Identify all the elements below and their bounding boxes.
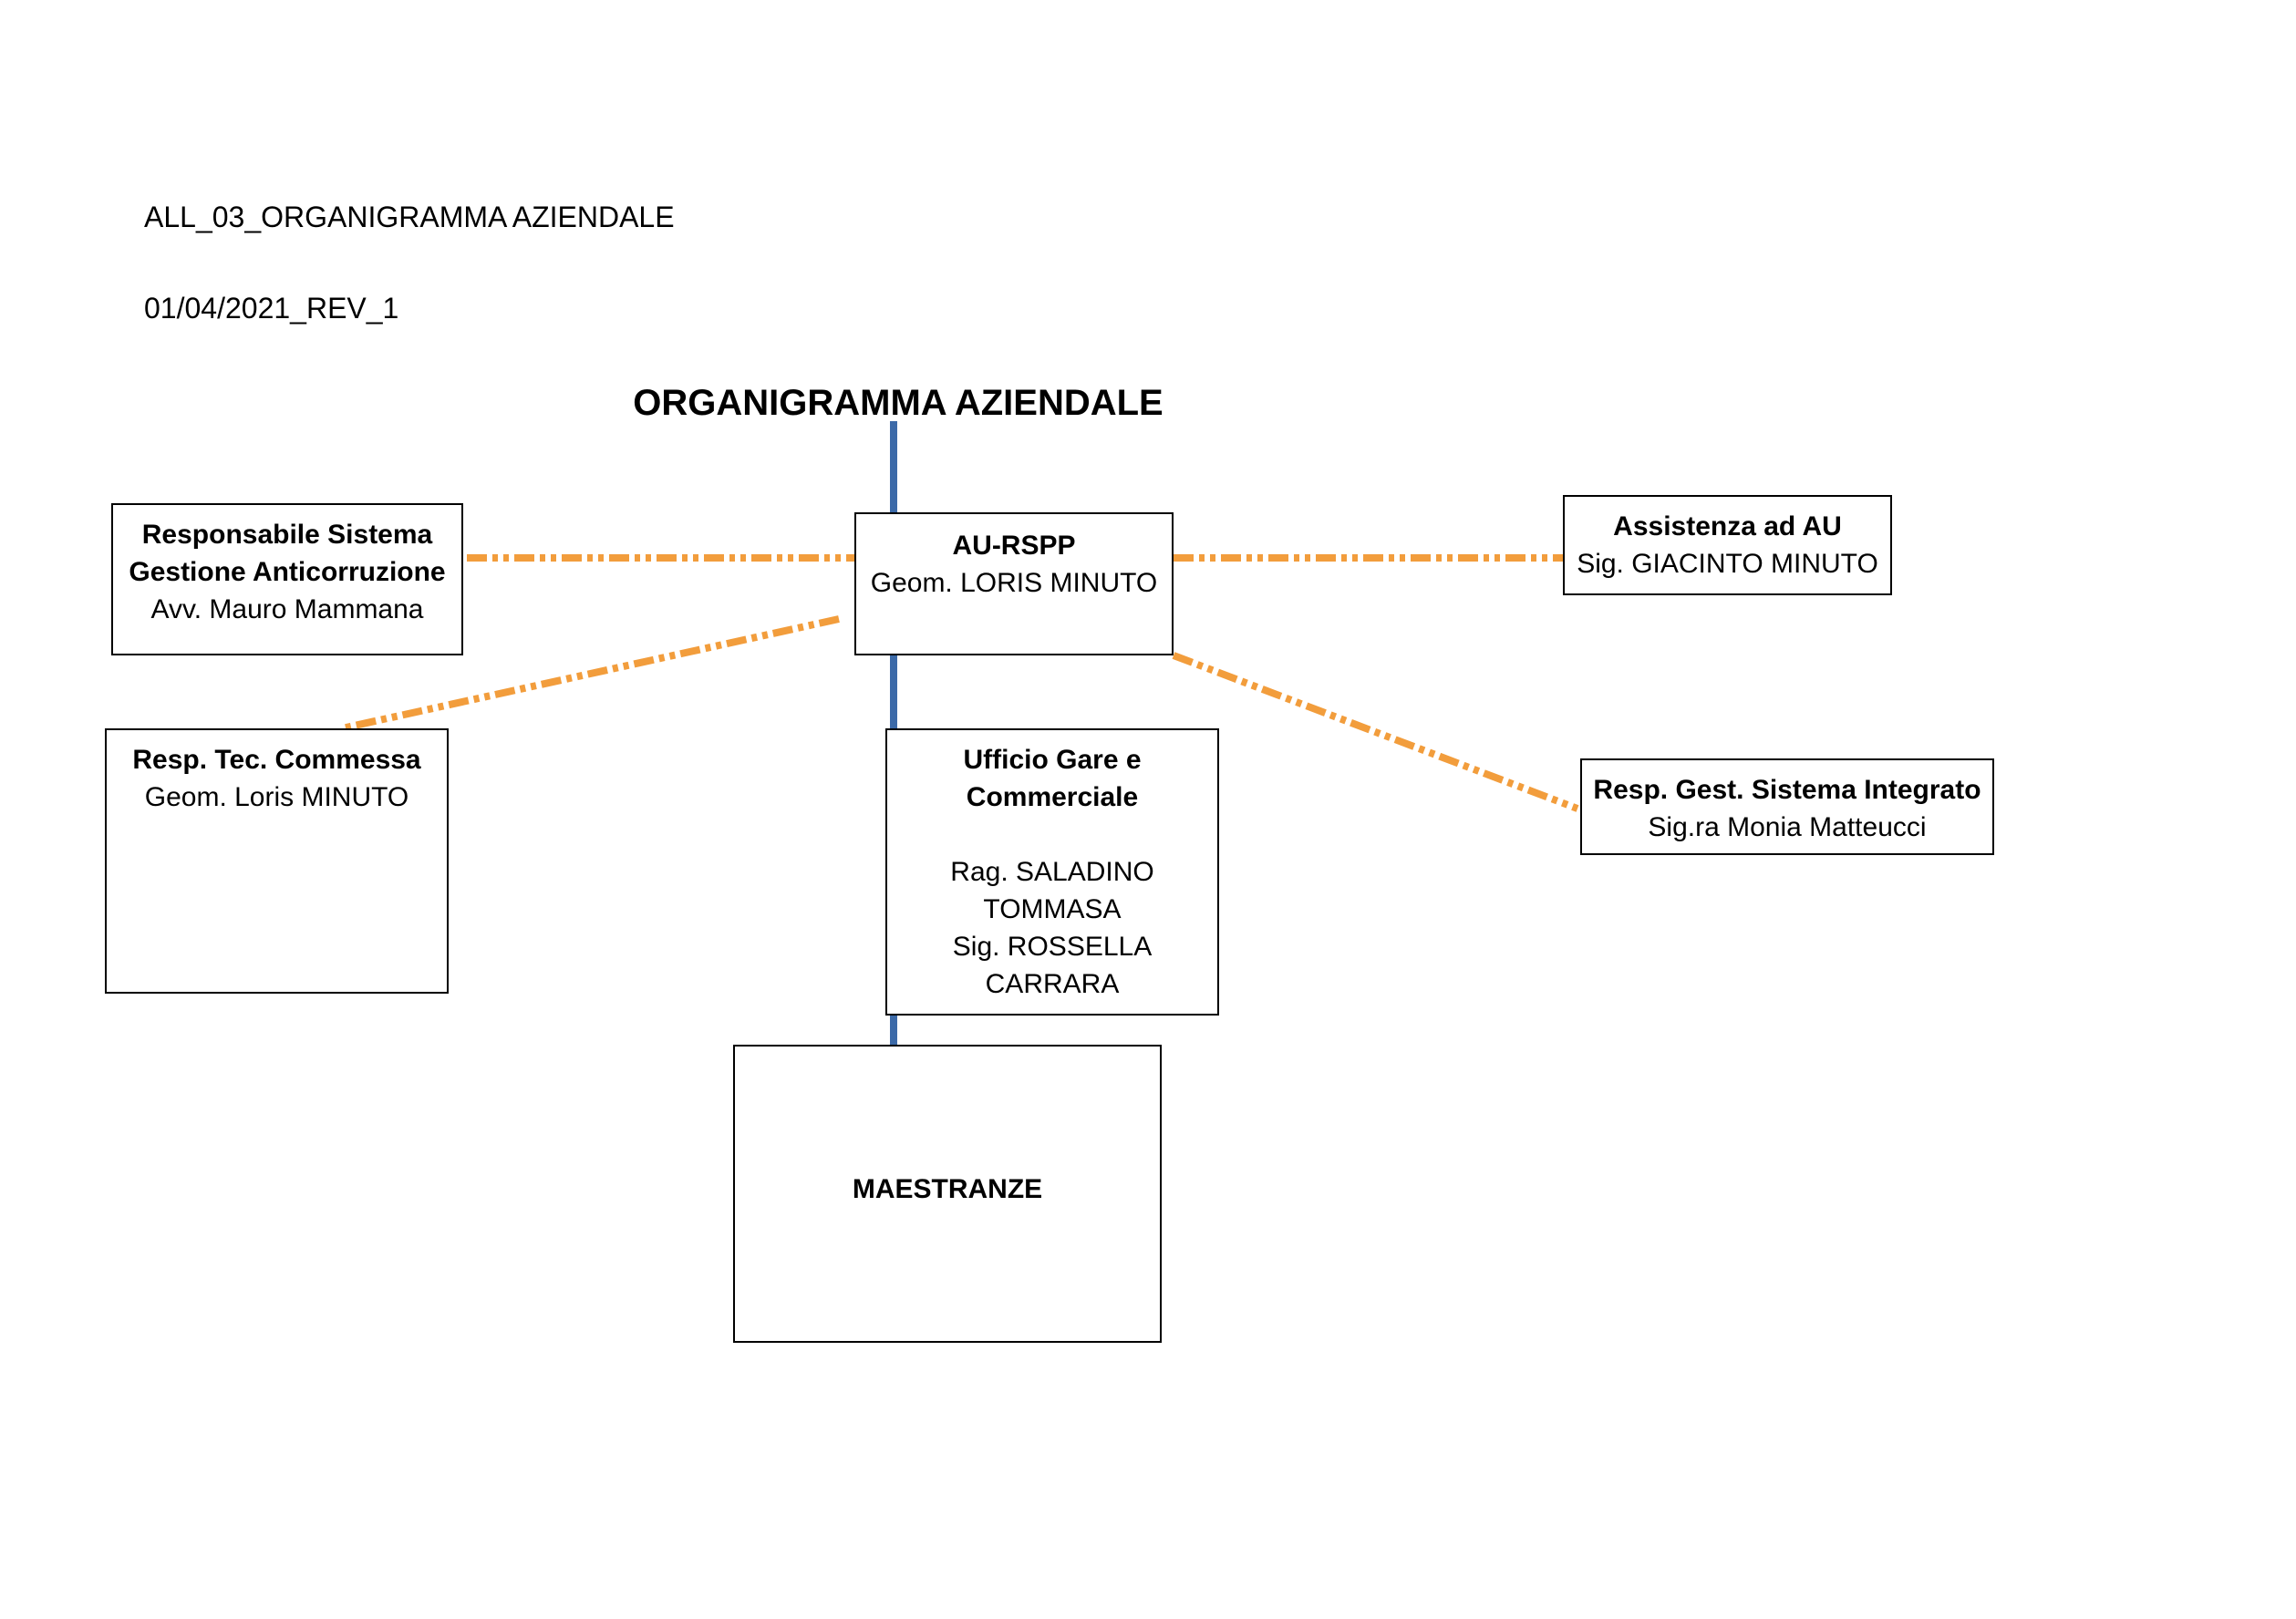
node-maestranze: MAESTRANZE [733, 1045, 1162, 1343]
document-revision: 01/04/2021_REV_1 [144, 292, 399, 325]
node-ufficio-gare-role-1: Ufficio Gare e [963, 745, 1142, 775]
node-ufficio-gare-person-2a: Sig. ROSSELLA [952, 932, 1153, 962]
node-assistenza-role: Assistenza ad AU [1613, 511, 1842, 541]
node-au-rspp-role: AU-RSPP [952, 531, 1076, 561]
node-ufficio-gare-spacer [887, 816, 1217, 853]
node-maestranze-role: MAESTRANZE [852, 1174, 1043, 1204]
chart-title: ORGANIGRAMMA AZIENDALE [633, 383, 1164, 423]
node-resp-tec-person: Geom. Loris MINUTO [144, 782, 409, 812]
node-assistenza-person: Sig. GIACINTO MINUTO [1577, 549, 1878, 579]
node-anticorruzione-person: Avv. Mauro Mammana [150, 594, 424, 624]
document-code: ALL_03_ORGANIGRAMMA AZIENDALE [144, 201, 675, 233]
node-anticorruzione-role-1: Responsabile Sistema [141, 520, 433, 550]
node-ufficio-gare-person-1a: Rag. SALADINO [950, 857, 1154, 887]
node-ufficio-gare: Ufficio Gare e Commerciale Rag. SALADINO… [885, 728, 1219, 1016]
node-assistenza: Assistenza ad AU Sig. GIACINTO MINUTO [1563, 495, 1892, 595]
node-ufficio-gare-person-1b: TOMMASA [983, 894, 1122, 924]
node-resp-gest-person: Sig.ra Monia Matteucci [1648, 812, 1927, 842]
node-anticorruzione: Responsabile Sistema Gestione Anticorruz… [111, 503, 463, 655]
node-ufficio-gare-person-2b: CARRARA [985, 969, 1120, 999]
node-resp-tec-role: Resp. Tec. Commessa [132, 745, 421, 775]
node-resp-gest-role: Resp. Gest. Sistema Integrato [1593, 775, 1981, 805]
node-au-rspp-person: Geom. LORIS MINUTO [870, 568, 1158, 598]
node-resp-tec-commessa: Resp. Tec. Commessa Geom. Loris MINUTO [105, 728, 449, 994]
link-au-resp-tec [341, 615, 840, 732]
node-resp-gest-sistema: Resp. Gest. Sistema Integrato Sig.ra Mon… [1580, 758, 1994, 855]
link-au-resp-gest [1172, 652, 1579, 812]
node-anticorruzione-role-2: Gestione Anticorruzione [129, 557, 446, 587]
node-au-rspp: AU-RSPP Geom. LORIS MINUTO [854, 512, 1174, 655]
node-ufficio-gare-role-2: Commerciale [966, 782, 1139, 812]
